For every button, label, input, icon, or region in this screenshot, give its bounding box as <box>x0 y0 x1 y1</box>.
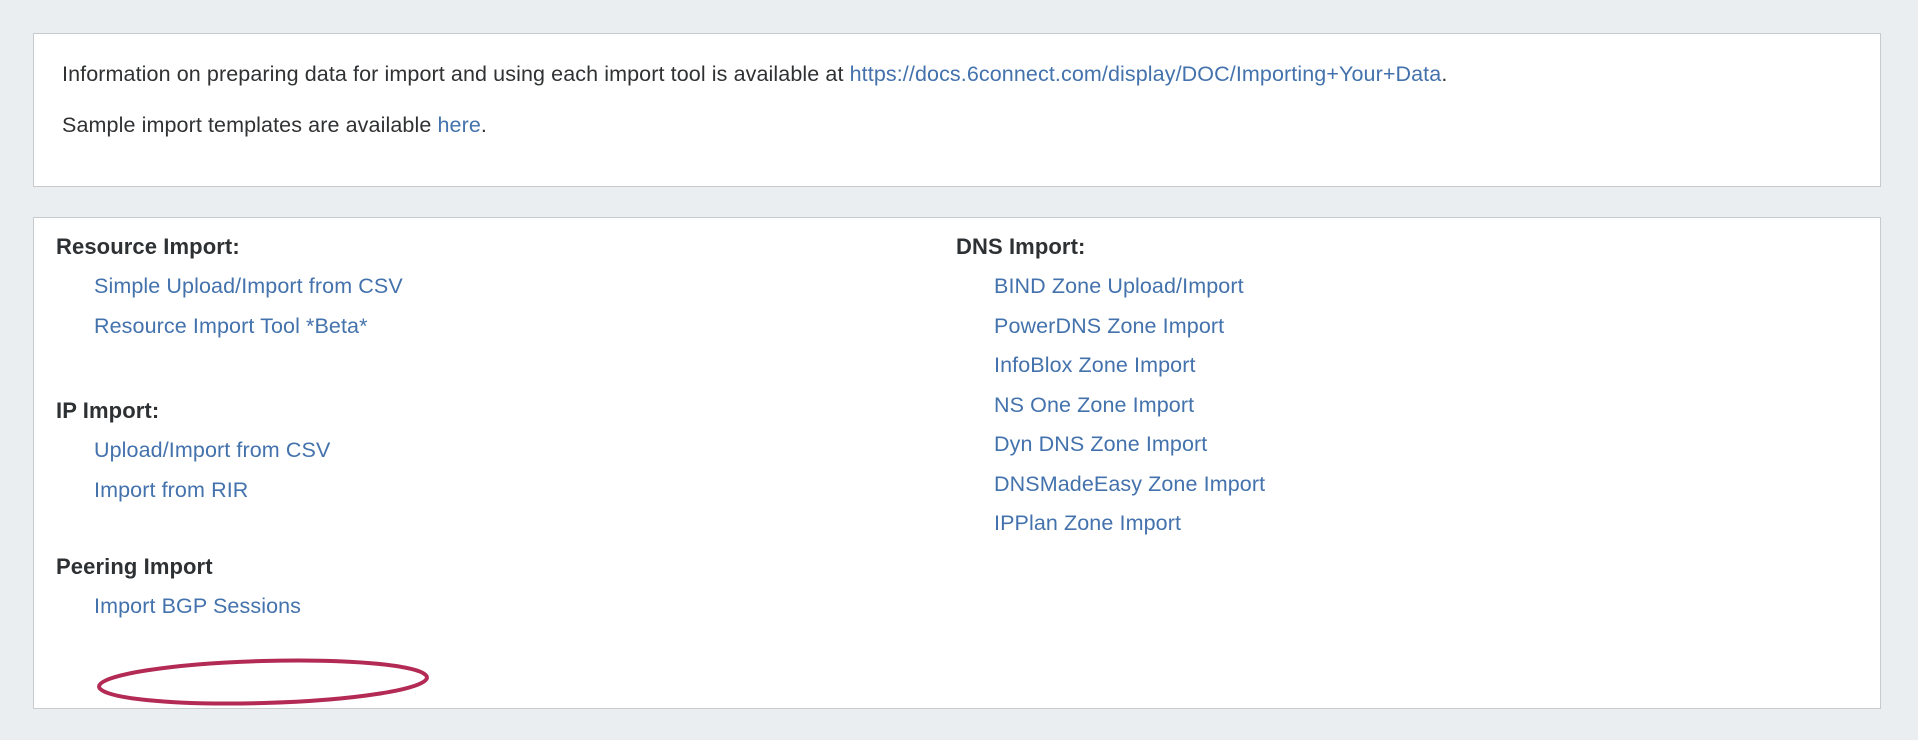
link-simple-upload-import-from-csv[interactable]: Simple Upload/Import from CSV <box>94 274 403 298</box>
link-resource-import-tool-beta[interactable]: Resource Import Tool *Beta* <box>94 313 368 338</box>
peering-import-links: Import BGP Sessions <box>94 587 301 627</box>
templates-text-before: Sample import templates are available <box>62 113 438 137</box>
dns-import-heading: DNS Import: <box>956 234 1086 259</box>
link-dyn-dns-zone-import[interactable]: Dyn DNS Zone Import <box>994 432 1208 456</box>
import-tools-panel: Resource Import: Simple Upload/Import fr… <box>33 217 1881 709</box>
docs-info-text-before: Information on preparing data for import… <box>62 62 850 86</box>
ip-import-heading: IP Import: <box>56 398 160 423</box>
resource-import-links: Simple Upload/Import from CSV Resource I… <box>94 267 403 346</box>
docs-info-line: Information on preparing data for import… <box>62 61 1447 87</box>
link-import-from-rir[interactable]: Import from RIR <box>94 477 249 502</box>
ip-import-links: Upload/Import from CSV Import from RIR <box>94 431 330 510</box>
docs-info-text-after: . <box>1441 62 1448 86</box>
templates-info-line: Sample import templates are available he… <box>62 112 487 138</box>
link-import-bgp-sessions[interactable]: Import BGP Sessions <box>94 594 302 618</box>
link-ns-one-zone-import[interactable]: NS One Zone Import <box>994 392 1195 417</box>
link-ipplan-zone-import[interactable]: IPPlan Zone Import <box>994 511 1182 535</box>
resource-import-heading: Resource Import: <box>56 234 240 259</box>
info-panel: Information on preparing data for import… <box>33 33 1881 187</box>
link-bind-zone-upload-import[interactable]: BIND Zone Upload/Import <box>994 274 1244 298</box>
peering-import-heading: Peering Import <box>56 554 213 579</box>
link-dnsmadeeasy-zone-import[interactable]: DNSMadeEasy Zone Import <box>994 471 1266 496</box>
docs-url-link[interactable]: https://docs.6connect.com/display/DOC/Im… <box>849 62 1442 86</box>
link-powerdns-zone-import[interactable]: PowerDNS Zone Import <box>994 313 1225 338</box>
link-infoblox-zone-import[interactable]: InfoBlox Zone Import <box>994 353 1196 377</box>
csv-highlight-ellipse-annotation <box>95 658 431 706</box>
dns-import-links: BIND Zone Upload/Import PowerDNS Zone Im… <box>994 267 1265 544</box>
link-upload-import-from-csv[interactable]: Upload/Import from CSV <box>94 438 331 462</box>
templates-here-link[interactable]: here <box>437 113 481 137</box>
templates-text-after: . <box>480 113 487 137</box>
